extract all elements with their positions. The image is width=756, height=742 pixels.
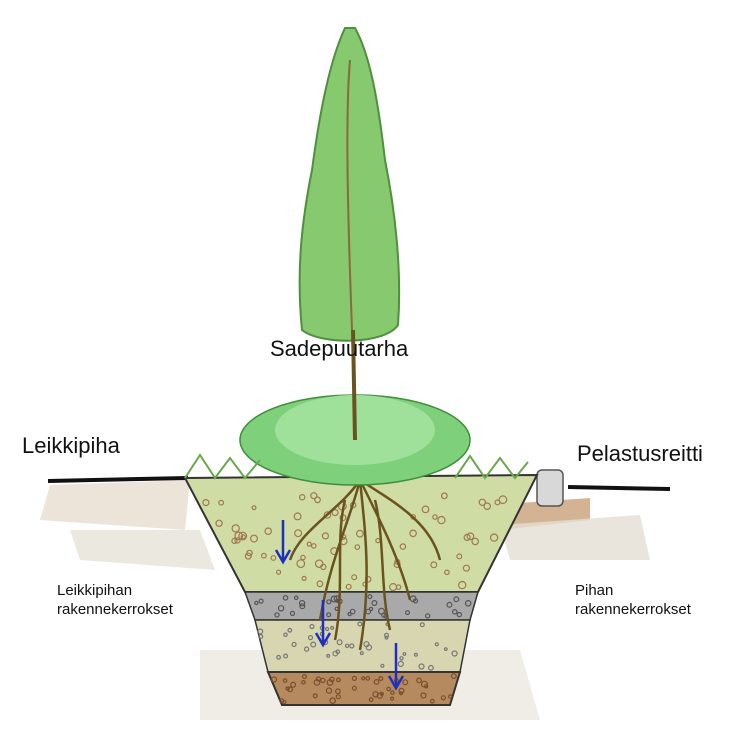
right-layers-label: Pihan rakennekerrokset [575, 581, 691, 619]
left-surface-line [48, 478, 188, 481]
title-label: Sadepuutarha [270, 336, 408, 362]
right-area-label: Pelastusreitti [577, 441, 703, 467]
right-surface-line [568, 487, 670, 489]
left-layers-label: Leikkipihan rakennekerrokset [57, 581, 173, 619]
left-area-label: Leikkipiha [22, 433, 120, 459]
curb-stone-icon [537, 470, 563, 506]
cypress-tree-icon [300, 28, 400, 440]
grass-plant-icon [185, 395, 528, 485]
